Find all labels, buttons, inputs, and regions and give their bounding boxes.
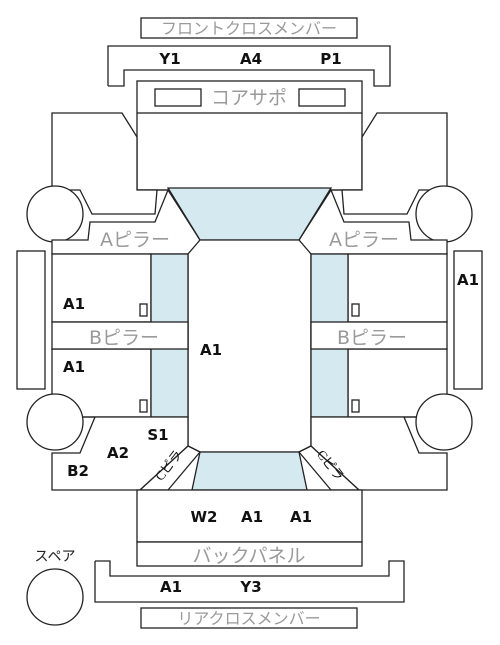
- front-cross-member-box[interactable]: [140, 17, 358, 39]
- grade-right-side: A1: [457, 271, 479, 289]
- grade-left-quarter: A2: [107, 444, 129, 462]
- grade-trunk-center: A1: [241, 508, 263, 526]
- spare-tire[interactable]: [26, 568, 84, 626]
- grade-left-front-door: A1: [63, 295, 85, 313]
- left-side-sill[interactable]: [16, 250, 46, 390]
- b-pillar-right-label: Bピラー: [337, 327, 407, 349]
- hood-left-edge: [136, 113, 167, 191]
- rear-left-quarter[interactable]: [51, 416, 189, 491]
- rear-right-wheel[interactable]: [415, 393, 473, 451]
- front-right-wheel[interactable]: [415, 185, 473, 243]
- b-pillar-right[interactable]: [310, 321, 448, 350]
- rear-right-door-handle[interactable]: [351, 399, 360, 413]
- front-bumper-outline[interactable]: [107, 45, 391, 87]
- headlight-right[interactable]: [298, 88, 346, 107]
- back-panel-label: バックパネル: [192, 545, 305, 567]
- grade-trunk-left: W2: [191, 508, 218, 526]
- headlight-left[interactable]: [154, 88, 202, 107]
- grade-left-sill: S1: [147, 426, 168, 444]
- grade-trunk-right: A1: [290, 508, 312, 526]
- grade-roof: A1: [200, 341, 222, 359]
- rear-bumper-outline[interactable]: [94, 560, 405, 603]
- b-pillar-left-label: Bピラー: [89, 327, 159, 349]
- right-side-sill[interactable]: [453, 250, 483, 390]
- grade-left-rear-corner: B2: [67, 462, 89, 480]
- a-pillar-right-label: Aピラー: [329, 229, 399, 251]
- rear-left-door-handle[interactable]: [139, 399, 148, 413]
- rear-cross-member-label: リアクロスメンバー: [177, 609, 320, 628]
- front-cross-member-label: フロントクロスメンバー: [161, 19, 337, 38]
- front-right-door-handle[interactable]: [351, 303, 360, 317]
- hood-right-edge: [332, 113, 363, 191]
- grade-rear-left: A1: [160, 578, 182, 596]
- a-pillar-left-label: Aピラー: [100, 229, 170, 251]
- front-right-door[interactable]: [347, 253, 448, 323]
- front-left-door-handle[interactable]: [139, 303, 148, 317]
- rear-right-quarter[interactable]: [310, 416, 448, 491]
- grade-front-left: Y1: [158, 50, 180, 68]
- back-panel[interactable]: [136, 541, 363, 567]
- rear-glass[interactable]: [191, 451, 308, 491]
- grade-front-center: A4: [240, 50, 262, 68]
- core-support-label: コアサポ: [211, 87, 287, 109]
- trunk-lid[interactable]: [136, 489, 363, 543]
- grade-front-right: P1: [320, 50, 341, 68]
- b-pillar-left[interactable]: [51, 321, 189, 350]
- front-left-wheel[interactable]: [26, 185, 84, 243]
- grade-left-rear-door: A1: [63, 358, 85, 376]
- spare-label: スペア: [34, 549, 75, 565]
- rear-left-wheel[interactable]: [26, 393, 84, 451]
- grade-rear-right: Y3: [239, 578, 261, 596]
- rear-cross-member-box[interactable]: [140, 607, 358, 629]
